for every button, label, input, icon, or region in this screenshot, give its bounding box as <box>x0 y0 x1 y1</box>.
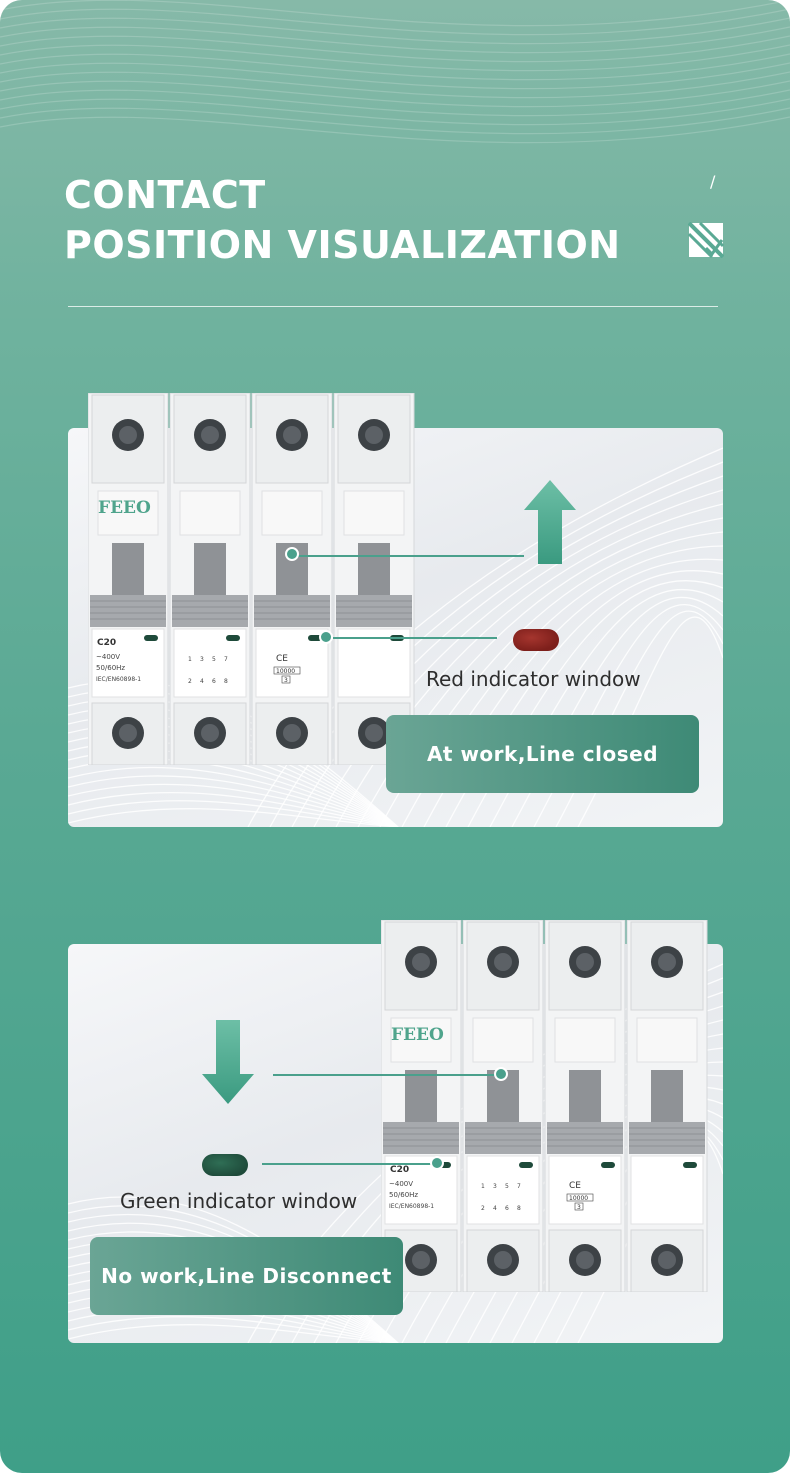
status-closed-badge: At work,Line closed <box>386 715 699 793</box>
svg-text:50/60Hz: 50/60Hz <box>96 664 125 672</box>
svg-text:3: 3 <box>493 1183 497 1190</box>
svg-text:10000: 10000 <box>276 668 295 675</box>
svg-text:FEEO: FEEO <box>391 1025 444 1045</box>
svg-text:1: 1 <box>188 656 192 663</box>
svg-text:C20: C20 <box>97 638 116 648</box>
svg-text:3: 3 <box>284 677 288 684</box>
svg-text:5: 5 <box>212 656 216 663</box>
title-line-2: POSITION VISUALIZATION <box>64 223 621 267</box>
svg-text:~400V: ~400V <box>96 653 120 661</box>
svg-text:CE: CE <box>569 1181 581 1191</box>
svg-text:2: 2 <box>188 678 192 685</box>
svg-text:5: 5 <box>505 1183 509 1190</box>
svg-text:3: 3 <box>577 1204 581 1211</box>
svg-text:7: 7 <box>517 1183 521 1190</box>
title-divider <box>68 306 718 307</box>
svg-text:C20: C20 <box>390 1165 409 1175</box>
callout-dot-handle <box>494 1067 508 1081</box>
page-title: CONTACT POSITION VISUALIZATION <box>64 170 621 270</box>
svg-text:CE: CE <box>276 654 288 664</box>
callout-line-indicator <box>333 637 497 639</box>
svg-text:4: 4 <box>200 678 204 685</box>
green-indicator-label: Green indicator window <box>120 1189 358 1213</box>
svg-text:6: 6 <box>505 1205 509 1212</box>
callout-dot-indicator <box>430 1156 444 1170</box>
svg-text:50/60Hz: 50/60Hz <box>389 1191 418 1199</box>
callout-dot-indicator <box>319 630 333 644</box>
callout-line-indicator <box>262 1163 432 1165</box>
svg-text:~400V: ~400V <box>389 1180 413 1188</box>
svg-text:8: 8 <box>517 1205 521 1212</box>
svg-text:IEC/EN60898-1: IEC/EN60898-1 <box>389 1203 434 1210</box>
svg-text:8: 8 <box>224 678 228 685</box>
red-indicator-window <box>513 629 559 651</box>
down-arrow-icon <box>202 1020 254 1104</box>
title-line-1: CONTACT <box>64 173 266 217</box>
callout-line-handle <box>298 555 524 557</box>
svg-text:1: 1 <box>481 1183 485 1190</box>
svg-text:4: 4 <box>493 1205 497 1212</box>
svg-text:2: 2 <box>481 1205 485 1212</box>
up-arrow-icon <box>524 480 576 564</box>
svg-text:IEC/EN60898-1: IEC/EN60898-1 <box>96 676 141 683</box>
status-open-badge: No work,Line Disconnect <box>90 1237 403 1315</box>
green-indicator-window <box>202 1154 248 1176</box>
slash-mark: / <box>710 172 716 191</box>
svg-text:6: 6 <box>212 678 216 685</box>
svg-text:FEEO: FEEO <box>98 498 151 518</box>
brand-logo-icon <box>688 222 724 258</box>
callout-line-handle <box>273 1074 499 1076</box>
red-indicator-label: Red indicator window <box>426 667 641 691</box>
callout-dot-handle <box>285 547 299 561</box>
decorative-waves <box>0 0 790 144</box>
svg-text:10000: 10000 <box>569 1195 588 1202</box>
svg-text:3: 3 <box>200 656 204 663</box>
svg-text:7: 7 <box>224 656 228 663</box>
